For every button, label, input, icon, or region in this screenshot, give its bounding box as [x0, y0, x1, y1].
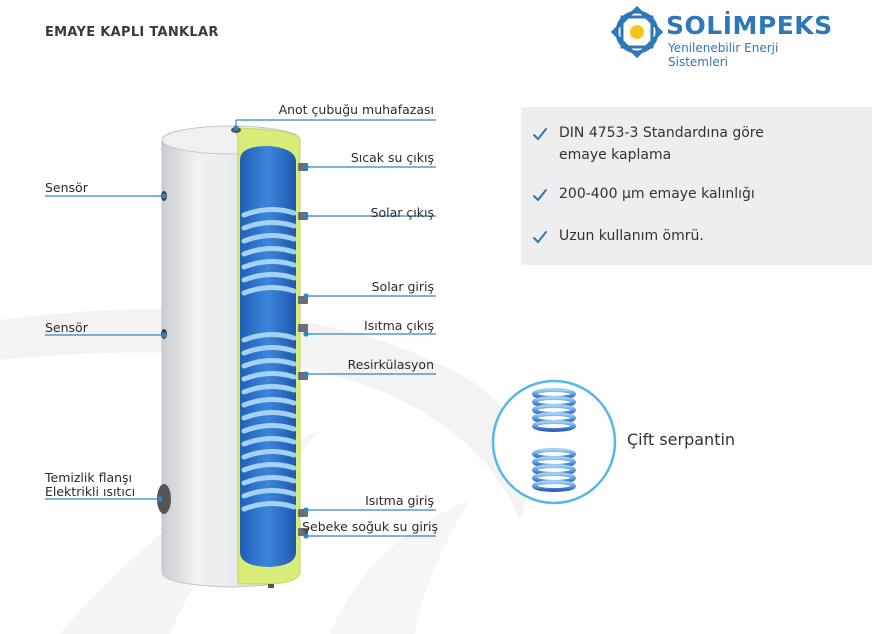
label-heating-inlet: Isıtma giriş	[365, 493, 434, 508]
checkmark-icon	[533, 231, 547, 243]
logo-emblem-icon	[610, 5, 664, 59]
label-anode-cover: Anot çubuğu muhafazası	[278, 102, 434, 117]
feature-text: 200-400 μm emaye kalınlığı	[559, 186, 755, 202]
callout-lines	[45, 119, 436, 539]
feature-text: DIN 4753-3 Standardına göre	[559, 125, 764, 141]
coil-caption: Çift serpantin	[627, 430, 736, 449]
checkmark-icon	[533, 128, 547, 140]
checkmark-icon	[533, 189, 547, 201]
label-cleaning-flange: Temizlik flanşı	[45, 470, 133, 485]
logo-name: SOLİMPEKS	[666, 11, 833, 40]
feature-text: emaye kaplama	[559, 147, 672, 163]
label-electric-heater: Elektrikli ısıtıcı	[45, 484, 136, 499]
logo-tagline: Yenilenebilir Enerji Sistemleri	[668, 41, 779, 69]
label-recirculation: Resirkülasyon	[347, 357, 434, 372]
coil-turns	[241, 207, 297, 512]
label-solar-inlet: Solar giriş	[371, 279, 434, 294]
feature-text: Uzun kullanım ömrü.	[559, 228, 704, 244]
label-cold-water-inlet: Şebeke soğuk su giriş	[302, 519, 438, 534]
brand-logo: SOLİMPEKS Yenilenebilir Enerji Sistemler…	[610, 5, 840, 69]
label-solar-outlet: Solar çıkış	[370, 205, 434, 220]
label-sensor-middle: Sensör	[45, 320, 88, 335]
double-coil-illustration	[491, 379, 617, 505]
page-title: EMAYE KAPLI TANKLAR	[45, 25, 219, 40]
features-panel: DIN 4753-3 Standardına göre emaye kaplama…	[521, 107, 872, 265]
label-heating-outlet: Isıtma çıkış	[364, 318, 434, 333]
label-sensor-top: Sensör	[45, 180, 88, 195]
label-hot-water-outlet: Sıcak su çıkış	[350, 150, 434, 165]
